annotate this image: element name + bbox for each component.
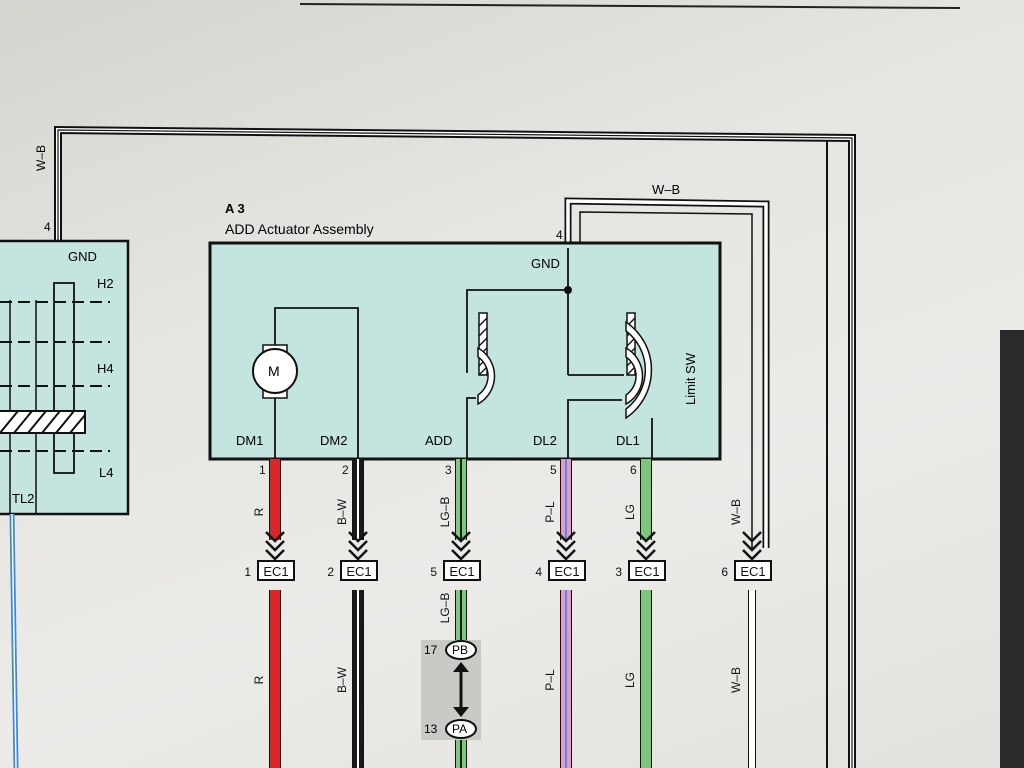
connector-box (628, 560, 666, 581)
wire-color-code: R (252, 507, 266, 516)
connector-chevron (348, 540, 368, 552)
connector-box (734, 560, 772, 581)
connector-chevron (348, 531, 368, 543)
wire-color-code: LG (623, 672, 637, 688)
actuator-assembly (208, 241, 722, 461)
connector-pin-number: 2 (327, 565, 334, 579)
connector-chevron (636, 531, 656, 543)
connector-chevron (265, 540, 285, 552)
connector-box (443, 560, 481, 581)
wire-pin-number: 3 (445, 463, 452, 477)
connector-box (340, 560, 378, 581)
wire-color-code: P–L (543, 501, 557, 523)
motor-symbol (252, 348, 298, 394)
junction-dot (564, 286, 572, 294)
wire-pin-number: 1 (259, 463, 266, 477)
wire-color-code: R (252, 675, 266, 684)
connector-chevron (451, 531, 471, 543)
wire-pin-number: 5 (550, 463, 557, 477)
wire-color-code: W–B (729, 667, 743, 693)
connector-label: EC1 (449, 564, 474, 579)
connector-chevron (556, 540, 576, 552)
wire-color-code: B–W (335, 666, 349, 693)
connector-label: EC1 (634, 564, 659, 579)
connector-pin-number: 6 (721, 565, 728, 579)
wire-group: 1RREC112B–WB–WEC123LG–BLG–BLG–BEC155P–LP… (244, 459, 772, 768)
connector-box (548, 560, 586, 581)
connector-pin-number: 5 (430, 565, 437, 579)
wire-color-code: B–W (335, 498, 349, 525)
ground-wire-main (54, 125, 856, 768)
connector-chevron (451, 549, 471, 561)
connector-chevron (556, 531, 576, 543)
connector-label: EC1 (740, 564, 765, 579)
connector-chevron (742, 540, 762, 552)
connector-pin-number: 1 (244, 565, 251, 579)
junction-connector (421, 640, 481, 740)
left-component-box (0, 239, 130, 516)
wire-pin-number: 2 (342, 463, 349, 477)
connector-label: EC1 (263, 564, 288, 579)
wire-color-code: LG (623, 504, 637, 520)
connector-chevron (265, 531, 285, 543)
wire-color-code: W–B (729, 499, 743, 525)
connector-chevron (742, 549, 762, 561)
monitor-bezel (1000, 330, 1024, 768)
sheet-top-border (299, 3, 961, 9)
connector-chevron (265, 549, 285, 561)
connector-chevron (636, 540, 656, 552)
connector-chevron (451, 540, 471, 552)
connector-chevron (348, 549, 368, 561)
wire-color-code: LG–B (438, 593, 452, 624)
connector-pin-number: 3 (615, 565, 622, 579)
connector-box (257, 560, 295, 581)
connector-pin-number: 4 (535, 565, 542, 579)
wire-color-code: LG–B (438, 497, 452, 528)
connector-chevron (636, 549, 656, 561)
connector-chevron (742, 531, 762, 543)
wire-pin-number: 6 (630, 463, 637, 477)
left-blue-wire (9, 513, 19, 768)
left-component (0, 239, 130, 516)
wire-color-code: P–L (543, 669, 557, 691)
connector-label: EC1 (346, 564, 371, 579)
ground-wire-actuator (564, 197, 770, 548)
connector-label: EC1 (554, 564, 579, 579)
connector-chevron (556, 549, 576, 561)
